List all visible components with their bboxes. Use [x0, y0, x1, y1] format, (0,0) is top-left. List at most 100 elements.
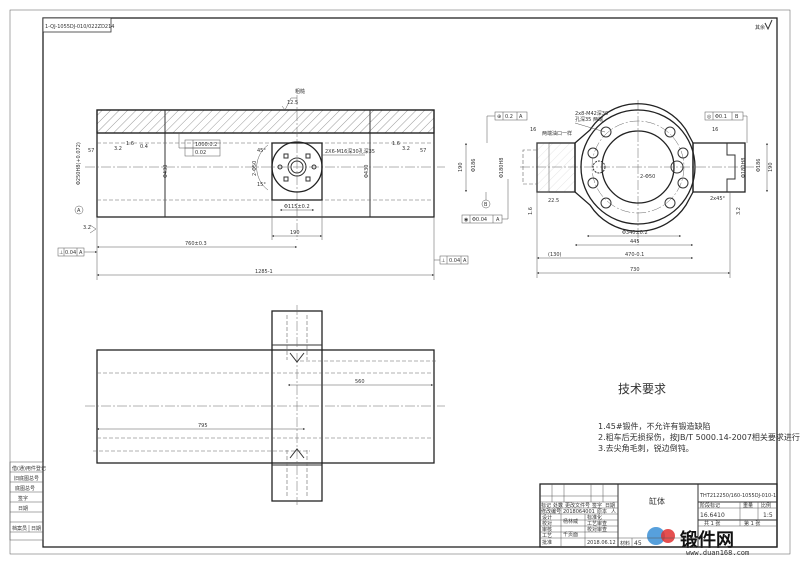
svg-text:A: A [77, 208, 81, 214]
svg-text:A: A [79, 250, 83, 256]
side-view: 2x8-M42深30 孔深35 两端 两端油口一样 16 16 ⊕ 0.2 A … [458, 100, 774, 278]
bolt-holes [587, 126, 689, 209]
position-tolerance-frame: ⊕ 0.2 A [486, 111, 528, 143]
svg-text:旧底图总号: 旧底图总号 [14, 475, 39, 482]
svg-text:1.6: 1.6 [126, 141, 134, 147]
svg-text:760±0.3: 760±0.3 [185, 241, 207, 247]
svg-text:签字: 签字 [592, 502, 602, 509]
svg-text:共 1 张: 共 1 张 [704, 520, 720, 527]
svg-text:1285-1: 1285-1 [255, 269, 273, 275]
svg-text:22.5: 22.5 [548, 198, 559, 204]
svg-text:日期: 日期 [31, 526, 41, 532]
svg-text:两端油口一样: 两端油口一样 [542, 130, 572, 137]
hatched-wall [96, 109, 435, 134]
svg-text:Φ0.1: Φ0.1 [715, 114, 727, 120]
svg-text:1.6: 1.6 [392, 141, 400, 147]
outer-sheet-border [9, 9, 791, 555]
svg-text:3.2: 3.2 [402, 146, 410, 152]
svg-text:设计: 设计 [542, 514, 552, 521]
svg-text:原本: 原本 [597, 508, 607, 515]
svg-text:470-0.1: 470-0.1 [625, 252, 644, 258]
perpendicularity-frame-left: ⊥ 0.04 A [57, 247, 97, 257]
svg-text:工艺审查: 工艺审查 [587, 520, 607, 527]
runout-frame: ◉ Φ0.04 A [461, 179, 509, 224]
svg-text:千页面: 千页面 [563, 531, 578, 538]
svg-text:◎: ◎ [707, 114, 712, 120]
drawing-number-tag: 1-QJ-1055DJ-010/022ZD214 [42, 17, 114, 33]
svg-text:审核: 审核 [542, 526, 552, 533]
title-block: 缸体 THT212250/160-1055DJ-010-1 阶段标记 重量 比例… [539, 483, 778, 548]
svg-text:更改文件号: 更改文件号 [565, 502, 590, 509]
svg-text:第 1 张: 第 1 张 [744, 520, 760, 527]
svg-text:Φ430: Φ430 [163, 165, 169, 178]
svg-text:190: 190 [290, 230, 300, 236]
svg-text:15°: 15° [257, 182, 266, 188]
svg-text:日期: 日期 [605, 503, 615, 509]
svg-text:0.04: 0.04 [65, 250, 76, 256]
svg-text:A: A [463, 258, 467, 264]
svg-text:0.4: 0.4 [140, 144, 148, 150]
svg-text:校对: 校对 [542, 520, 552, 527]
svg-text:标准化: 标准化 [587, 514, 602, 521]
svg-text:档案员: 档案员 [12, 525, 27, 532]
svg-text:Φ250H8(+0.072): Φ250H8(+0.072) [76, 142, 82, 185]
svg-text:⊥: ⊥ [59, 250, 63, 256]
svg-text:工艺: 工艺 [542, 533, 552, 539]
svg-text:材料: 材料 [620, 540, 630, 547]
svg-text:◉: ◉ [464, 217, 468, 223]
svg-text:重量: 重量 [743, 502, 753, 509]
svg-text:795: 795 [198, 423, 208, 429]
svg-text:Φ430: Φ430 [364, 165, 370, 178]
svg-text:修改编号: 修改编号 [541, 508, 561, 515]
svg-text:57: 57 [420, 148, 426, 154]
svg-text:1-QJ-1055DJ-010/022ZD214: 1-QJ-1055DJ-010/022ZD214 [45, 24, 114, 30]
perpendicularity-frame-right: ⊥ 0.04 A [434, 255, 469, 265]
svg-text:B: B [484, 202, 488, 208]
svg-text:3.2: 3.2 [114, 146, 122, 152]
svg-text:3.2: 3.2 [736, 207, 742, 215]
svg-text:1:5: 1:5 [763, 512, 773, 519]
svg-text:⊥: ⊥ [441, 258, 445, 264]
svg-text:Φ0.04: Φ0.04 [472, 217, 487, 223]
svg-text:Φ115±0.2: Φ115±0.2 [284, 204, 310, 210]
bore-circle [601, 130, 675, 204]
flatness-frame: 1000:0.2 0.02 [178, 133, 221, 157]
svg-text:45°: 45° [257, 148, 266, 154]
roughness-corner-note: 其余 [755, 19, 773, 31]
svg-text:锻件网: 锻件网 [680, 529, 734, 551]
svg-text:批准: 批准 [542, 539, 552, 546]
svg-text:签字: 签字 [18, 495, 28, 502]
svg-text:3.2: 3.2 [83, 225, 91, 231]
svg-text:杨林威: 杨林威 [563, 518, 578, 525]
svg-text:560: 560 [355, 379, 365, 385]
svg-text:Φ180H8: Φ180H8 [741, 158, 747, 178]
svg-text:人: 人 [611, 509, 616, 515]
svg-text:其余: 其余 [755, 24, 765, 31]
svg-text:16: 16 [712, 127, 718, 133]
svg-text:(130): (130) [548, 252, 561, 258]
svg-text:比例: 比例 [761, 502, 771, 509]
svg-text:2X6-M16深30孔深35: 2X6-M16深30孔深35 [325, 148, 375, 155]
svg-text:孔深35 两端: 孔深35 两端 [575, 116, 603, 123]
svg-text:Φ186: Φ186 [756, 159, 762, 172]
part-name: 缸体 [649, 496, 665, 506]
svg-text:2x45°: 2x45° [710, 196, 726, 202]
material-value: 45 [634, 540, 642, 547]
svg-text:12.5: 12.5 [287, 100, 298, 106]
svg-text:A: A [496, 217, 500, 223]
datum-b-symbol: B [481, 192, 491, 209]
drawing-frame [42, 17, 778, 548]
svg-text:2-Φ50: 2-Φ50 [252, 161, 258, 176]
svg-text:57: 57 [88, 148, 94, 154]
svg-text:粗糙: 粗糙 [295, 88, 305, 95]
svg-text:www.duan168.com: www.duan168.com [686, 549, 749, 557]
svg-text:A: A [519, 114, 523, 120]
svg-text:校对审查: 校对审查 [587, 526, 607, 533]
top-view: 12.5 粗糙 1000:0.2 0.02 2X6-M16深30孔深35 Φ25… [57, 88, 469, 280]
svg-text:1000:0.2: 1000:0.2 [195, 142, 217, 148]
svg-text:阶段标记: 阶段标记 [700, 502, 720, 509]
svg-text:底图总号: 底图总号 [15, 485, 35, 492]
datum-a-symbol: A [74, 205, 84, 215]
tech-req-item: 3.去尖角毛刺，锐边倒钝。 [598, 443, 694, 453]
